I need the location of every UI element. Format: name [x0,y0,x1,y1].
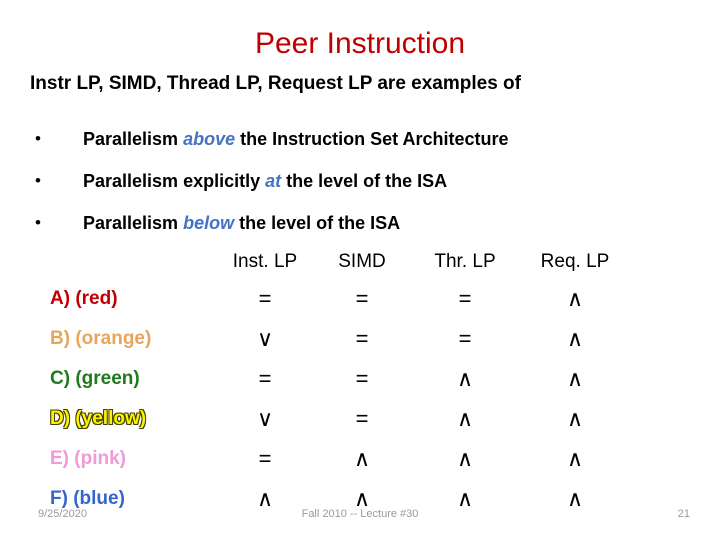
option-label-d[interactable]: D) (yellow) [50,408,147,429]
table-row[interactable]: F) (blue) ∧ ∧ ∧ ∧ [0,479,720,519]
column-header-req-lp: Req. LP [540,251,610,272]
bullet-text-3: Parallelism below the level of the ISA [83,202,400,244]
cell-b-inst-lp: ∨ [256,326,274,351]
column-header-simd: SIMD [338,251,386,272]
footer-date: 9/25/2020 [38,508,87,520]
table-row[interactable]: D) (yellow) ∨ = ∧ ∧ [0,399,720,439]
footer-lecture-label: Fall 2010 -- Lecture #30 [301,508,419,520]
bullet-marker-icon: • [35,171,41,190]
bullet-text-3-pre: Parallelism [83,213,184,233]
cell-f-simd: ∧ [353,486,371,511]
option-label-e[interactable]: E) (pink) [50,448,126,469]
cell-b-req-lp: ∧ [566,326,584,351]
bullet-item-1: • Parallelism above the Instruction Set … [0,118,720,160]
table-row[interactable]: A) (red) = = = ∧ [0,279,720,319]
cell-a-inst-lp: = [258,286,272,311]
bullet-text-2: Parallelism explicitly at the level of t… [83,160,447,202]
bullet-text-1-pre: Parallelism [83,129,184,149]
cell-b-simd: = [355,326,369,351]
cell-a-thr-lp: = [458,286,472,311]
cell-c-thr-lp: ∧ [456,366,474,391]
bullet-item-3: • Parallelism below the level of the ISA [0,202,720,244]
table-row[interactable]: B) (orange) ∨ = = ∧ [0,319,720,359]
cell-e-simd: ∧ [353,446,371,471]
table-row[interactable]: E) (pink) = ∧ ∧ ∧ [0,439,720,479]
page-title: Peer Instruction [254,27,466,60]
cell-c-inst-lp: = [258,366,272,391]
bullet-list: • Parallelism above the Instruction Set … [0,118,720,244]
table-header-row: Inst. LP SIMD Thr. LP Req. LP [0,245,720,279]
cell-a-simd: = [355,286,369,311]
bullet-text-2-post: the level of the ISA [281,171,448,191]
cell-c-req-lp: ∧ [566,366,584,391]
footer-page-number: 21 [677,508,690,520]
cell-e-inst-lp: = [258,446,272,471]
table-row[interactable]: C) (green) = = ∧ ∧ [0,359,720,399]
cell-d-thr-lp: ∧ [456,406,474,431]
cell-c-simd: = [355,366,369,391]
cell-f-inst-lp: ∧ [256,486,274,511]
cell-a-req-lp: ∧ [566,286,584,311]
bullet-marker-icon: • [35,213,41,232]
cell-d-inst-lp: ∨ [256,406,274,431]
bullet-text-2-emphasis: at [265,171,282,191]
option-label-c[interactable]: C) (green) [50,368,140,389]
cell-e-thr-lp: ∧ [456,446,474,471]
bullet-item-2: • Parallelism explicitly at the level of… [0,160,720,202]
bullet-text-3-emphasis: below [183,213,235,233]
column-header-thr-lp: Thr. LP [434,251,496,272]
cell-e-req-lp: ∧ [566,446,584,471]
column-header-inst-lp: Inst. LP [232,251,298,272]
option-label-a[interactable]: A) (red) [50,288,118,309]
bullet-text-3-post: the level of the ISA [234,213,401,233]
option-label-b[interactable]: B) (orange) [50,328,152,349]
cell-b-thr-lp: = [458,326,472,351]
option-label-f[interactable]: F) (blue) [50,488,125,509]
cell-f-req-lp: ∧ [566,486,584,511]
cell-d-simd: = [355,406,369,431]
cell-f-thr-lp: ∧ [456,486,474,511]
answer-table: Inst. LP SIMD Thr. LP Req. LP A) (red) =… [0,245,720,519]
bullet-text-1-post: the Instruction Set Architecture [235,129,509,149]
bullet-text-1: Parallelism above the Instruction Set Ar… [83,118,508,160]
cell-d-req-lp: ∧ [566,406,584,431]
bullet-text-1-emphasis: above [183,129,236,149]
slide-subtitle: Instr LP, SIMD, Thread LP, Request LP ar… [30,73,521,94]
bullet-text-2-pre: Parallelism explicitly [83,171,266,191]
bullet-marker-icon: • [35,129,41,148]
